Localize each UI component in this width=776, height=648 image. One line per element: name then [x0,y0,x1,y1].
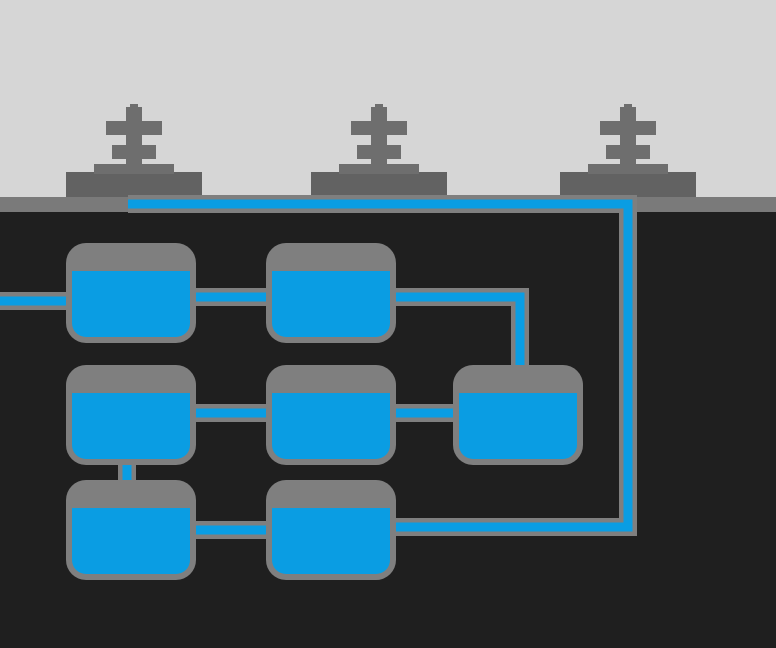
tank-liquid-level [459,393,577,459]
insulator-icon [560,104,696,197]
tank-liquid-level [272,508,390,574]
storage-tank-r1c1 [66,243,196,343]
insulator-icon [66,104,202,197]
tank-liquid-level [72,508,190,574]
tank-liquid-level [272,271,390,337]
storage-tank-r2c3 [453,365,583,465]
insulator-icon [311,104,447,197]
tank-liquid-level [72,393,190,459]
storage-tank-r2c1 [66,365,196,465]
pipe-surface [128,199,633,532]
storage-tank-r2c2 [266,365,396,465]
pipe-network [0,195,637,539]
storage-tank-r3c2 [266,480,396,580]
storage-tank-r3c1 [66,480,196,580]
storage-tank-r1c2 [266,243,396,343]
tank-liquid-level [272,393,390,459]
storage-tanks [66,243,583,580]
tank-liquid-level [72,271,190,337]
pipe-r1-out [390,292,525,388]
